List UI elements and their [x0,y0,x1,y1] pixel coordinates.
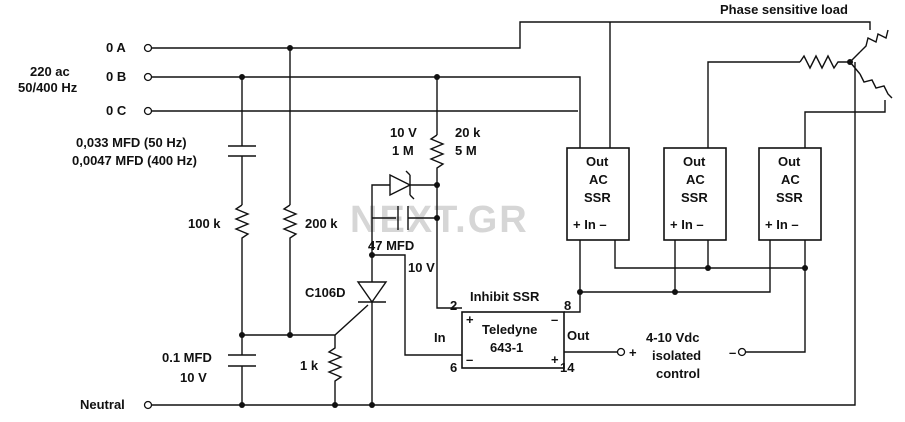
control-minus-terminal [737,347,747,357]
phase-a-label: 0 A [106,40,126,55]
inhibit-pin-6: 6 [450,360,457,375]
control-control-label: control [656,366,700,381]
resistor-20k-alt-value: 5 M [455,143,477,158]
zener-network [369,170,440,275]
capacitor-c2 [228,335,256,405]
ssr-3: Out AC SSR + In – [758,147,822,241]
inhibit-plus-out: + [551,352,559,367]
inhibit-ssr-name: Teledyne [482,322,537,337]
inhibit-pin-2: 2 [450,298,457,313]
phase-sensitive-load [707,29,893,148]
ssr-3-ac: AC [781,172,800,187]
inhibit-plus-in: + [466,312,474,327]
control-plus-label: + [629,345,637,360]
capacitor-c3-voltage: 10 V [408,260,435,275]
ssr-2-ssr: SSR [681,190,708,205]
terminal-neutral [143,400,153,410]
capacitor-c1-label-50hz: 0,033 MFD (50 Hz) [76,135,187,150]
inhibit-pin-14: 14 [560,360,575,375]
phase-a-wire [152,21,871,205]
ssr-2: Out AC SSR + In – [663,147,727,241]
ssr-1-out: Out [586,154,609,169]
capacitor-c3-value: 47 MFD [368,238,414,253]
control-voltage-label: 4-10 Vdc [646,330,699,345]
zener-voltage-label: 10 V [390,125,417,140]
resistor-20k [429,134,462,309]
neutral-wire [152,62,856,406]
ssr-1: Out AC SSR + In – [566,147,630,241]
zener-resistance-label: 1 M [392,143,414,158]
capacitor-c1-label-400hz: 0,0047 MFD (400 Hz) [72,153,197,168]
supply-frequency-label: 50/400 Hz [18,80,78,95]
capacitor-c2-voltage: 10 V [180,370,207,385]
control-minus-wire [746,268,806,353]
diagram-title: Phase sensitive load [720,2,848,17]
scr-label: C106D [305,285,345,300]
capacitor-c1 [228,140,256,205]
capacitor-c2-value: 0.1 MFD [162,350,212,365]
ssr-2-ac: AC [686,172,705,187]
ssr-2-in: + In – [670,217,704,232]
resistor-200k [282,204,298,335]
inhibit-ssr-in-label: In [434,330,446,345]
inhibit-ssr-out-label: Out [567,328,590,343]
control-minus-label: – [729,345,736,360]
gate-node-wire [242,304,369,336]
resistor-200k-label: 200 k [305,216,338,231]
ssr-input-bus [614,240,806,295]
resistor-100k [234,204,250,335]
terminal-c [143,106,153,116]
resistor-100k-label: 100 k [188,216,221,231]
scr-c106d [356,255,388,405]
ssr-1-ssr: SSR [584,190,611,205]
supply-voltage-label: 220 ac [30,64,70,79]
ssr-3-ssr: SSR [776,190,803,205]
ssr-1-ac: AC [589,172,608,187]
ssr-1-in: + In – [573,217,607,232]
neutral-label: Neutral [80,397,125,412]
resistor-1k-label: 1 k [300,358,319,373]
ssr-2-out: Out [683,154,706,169]
control-isolated-label: isolated [652,348,701,363]
inhibit-pin-8: 8 [564,298,571,313]
watermark: NEXT.GR [350,199,529,241]
resistor-1k [327,335,343,405]
phase-c-label: 0 C [106,103,127,118]
phase-b-wire [152,76,581,148]
inhibit-ssr [404,240,675,369]
inhibit-minus-out: – [551,312,558,327]
phase-b-label: 0 B [106,69,126,84]
resistor-20k-value: 20 k [455,125,481,140]
terminal-a [143,43,153,53]
inhibit-minus-in: – [466,352,473,367]
ssr-3-out: Out [778,154,801,169]
terminal-b [143,72,153,82]
inhibit-ssr-title: Inhibit SSR [470,289,540,304]
control-plus-terminal [616,347,626,357]
ssr-3-in: + In – [765,217,799,232]
inhibit-ssr-model: 643-1 [490,340,523,355]
